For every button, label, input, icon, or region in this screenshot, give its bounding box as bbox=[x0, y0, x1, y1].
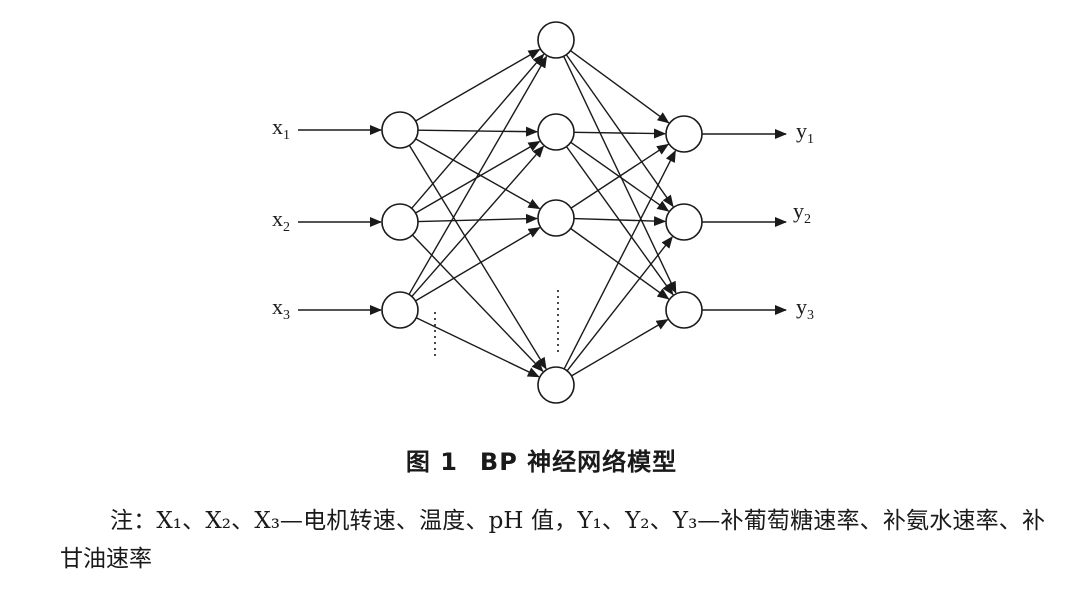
output-node-3 bbox=[665, 291, 703, 329]
edge-input3-hidden4 bbox=[415, 317, 540, 378]
edge-hidden1-output1 bbox=[570, 50, 670, 124]
edge-input3-hidden2 bbox=[411, 145, 545, 297]
edge-hidden4-output3 bbox=[571, 319, 669, 377]
edge-input1-hidden4 bbox=[408, 144, 547, 370]
edge-hidden1-output3 bbox=[563, 55, 677, 294]
hidden-node-3 bbox=[537, 199, 575, 237]
edge-input3-hidden3 bbox=[415, 227, 541, 302]
edge-input1-hidden1 bbox=[415, 48, 541, 122]
figure-title: BP 神经网络模型 bbox=[479, 448, 678, 476]
input-node-1 bbox=[381, 111, 419, 149]
edge-hidden3-output3 bbox=[570, 227, 670, 300]
output-label-y3: y3 bbox=[796, 294, 814, 323]
edge-hidden2-output1 bbox=[573, 128, 667, 139]
edge-input3-hidden1 bbox=[408, 55, 548, 295]
output-label-y1: y1 bbox=[796, 118, 814, 147]
hidden-node-2 bbox=[537, 113, 575, 151]
edge-input2-hidden2 bbox=[415, 140, 541, 214]
output-node-1 bbox=[665, 115, 703, 153]
figure-caption: 图 1 BP 神经网络模型 bbox=[0, 442, 1083, 477]
edge-input1-hidden3 bbox=[415, 138, 541, 210]
figure-note: 注：X₁、X₂、X₃—电机转速、温度、pH 值，Y₁、Y₂、Y₃—补葡萄糖速率、… bbox=[60, 508, 1045, 572]
edge-input2-hidden3 bbox=[417, 213, 539, 224]
hidden-node-4 bbox=[537, 366, 575, 404]
edge-input2-hidden1 bbox=[411, 53, 545, 209]
edge-input2-hidden4 bbox=[411, 234, 544, 372]
edge-hidden1-output2 bbox=[565, 54, 674, 208]
edge-hidden3-output2 bbox=[573, 216, 667, 227]
output-label-y2: y2 bbox=[793, 198, 811, 227]
input-node-2 bbox=[381, 203, 419, 241]
edge-hidden4-output1 bbox=[563, 150, 676, 370]
hidden-node-1 bbox=[537, 21, 575, 59]
connection-lines bbox=[298, 48, 787, 378]
output-node-2 bbox=[665, 203, 703, 241]
edge-hidden3-output1 bbox=[570, 143, 669, 209]
figure-number: 图 1 bbox=[405, 448, 458, 476]
bp-network-diagram: x1 x2 x3 y1 y2 y3 bbox=[272, 21, 814, 404]
input-label-x2: x2 bbox=[272, 206, 290, 235]
input-label-x3: x3 bbox=[272, 294, 290, 323]
io-labels: x1 x2 x3 y1 y2 y3 bbox=[272, 114, 814, 323]
input-node-3 bbox=[381, 291, 419, 329]
neuron-nodes bbox=[381, 21, 703, 404]
input-label-x1: x1 bbox=[272, 114, 290, 143]
edge-hidden4-output2 bbox=[566, 236, 673, 372]
